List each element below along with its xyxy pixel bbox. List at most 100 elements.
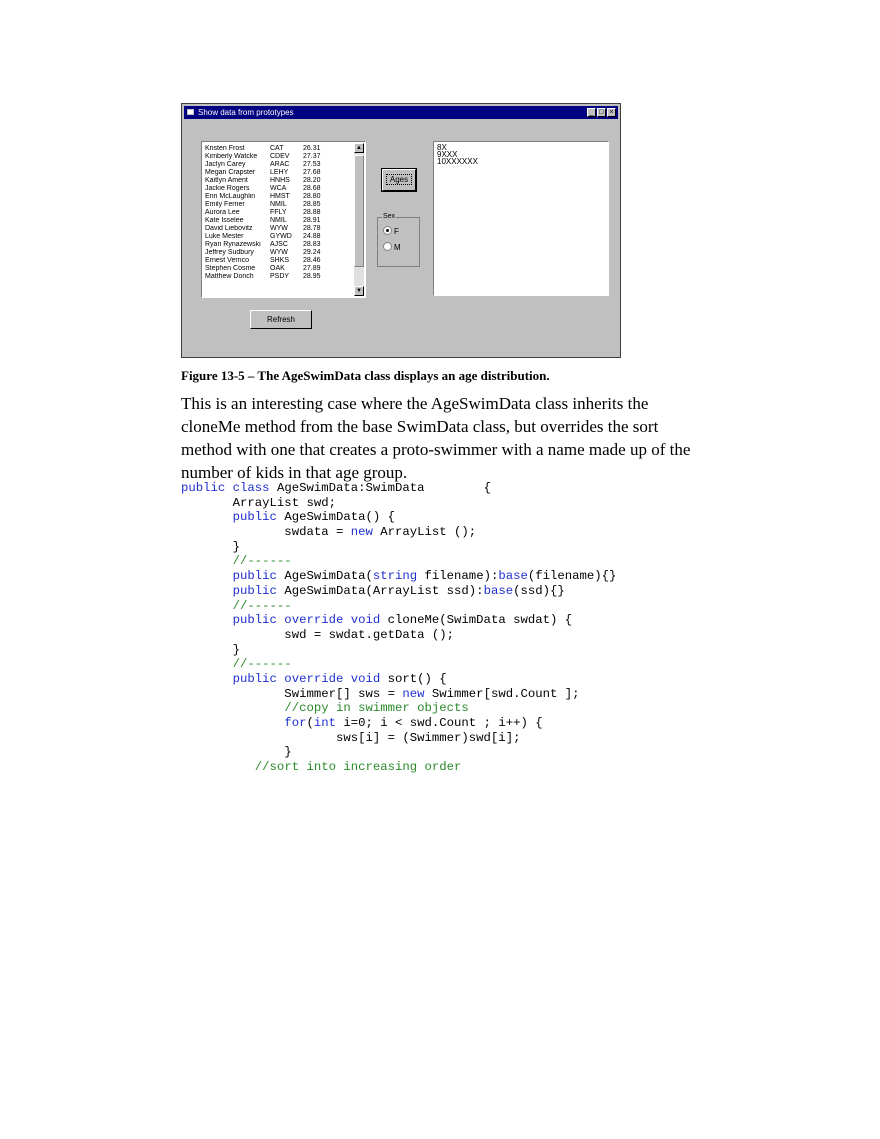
code-keyword: public override void	[232, 671, 381, 686]
code-text: swdata =	[181, 525, 351, 540]
list-item-name: Ryan Rynazewski	[205, 241, 261, 248]
list-item-club: LEHY	[270, 169, 289, 176]
close-icon[interactable]: ×	[607, 108, 616, 117]
list-item-time: 28.20	[303, 177, 321, 184]
sex-group-label: Sex	[382, 212, 397, 221]
code-line: for(int i=0; i < swd.Count ; i++) {	[181, 716, 781, 731]
code-line: Swimmer[] sws = new Swimmer[swd.Count ];	[181, 687, 781, 702]
code-keyword: new	[350, 525, 373, 540]
code-text	[181, 613, 233, 627]
code-line: //copy in swimmer objects	[181, 701, 781, 716]
code-text: AgeSwimData() {	[276, 510, 396, 525]
scroll-thumb[interactable]	[354, 155, 364, 267]
list-item-club: OAK	[270, 265, 285, 272]
radio-checked-icon[interactable]	[383, 226, 392, 235]
list-item[interactable]: David Liebovitz WYW 28.78	[205, 225, 353, 233]
list-item-time: 27.89	[303, 265, 321, 272]
code-keyword: string	[372, 569, 418, 584]
code-text	[181, 701, 284, 715]
code-text: cloneMe(SwimData swdat) {	[380, 613, 573, 628]
code-comment: //------	[232, 554, 292, 569]
list-item[interactable]: Jaclyn Carey ARAC 27.53	[205, 161, 353, 169]
list-item-time: 28.78	[303, 225, 321, 232]
list-item-club: GYWD	[270, 233, 292, 240]
window-app-icon	[187, 109, 194, 115]
list-item-name: Jaclyn Carey	[205, 161, 246, 168]
radio-unchecked-icon[interactable]	[383, 242, 392, 251]
code-keyword: public	[232, 583, 277, 598]
code-line: }	[181, 745, 781, 760]
refresh-button[interactable]: Refresh	[250, 310, 312, 329]
list-item-name: David Liebovitz	[205, 225, 253, 232]
prototype-dialog-screenshot: Show data from prototypes _ □ × Kristen …	[181, 103, 621, 358]
paragraph-line: number of kids in that age group.	[181, 463, 408, 482]
minimize-icon[interactable]: _	[587, 108, 596, 117]
code-listing: public class AgeSwimData:SwimData { Arra…	[181, 481, 781, 775]
list-item-name: Jackie Rogers	[205, 185, 250, 192]
code-line: swd = swdat.getData ();	[181, 628, 781, 643]
code-text: filename):	[417, 569, 499, 584]
list-item-name: Kimberly Watcke	[205, 153, 258, 160]
code-keyword: public override void	[232, 613, 381, 628]
list-item-club: ARAC	[270, 161, 290, 168]
radio-male[interactable]: M	[383, 242, 401, 252]
radio-female[interactable]: F	[383, 226, 399, 236]
code-text: ArrayList ();	[372, 525, 477, 540]
scroll-up-arrow-icon[interactable]: ▲	[354, 143, 364, 153]
code-text: sort() {	[380, 671, 447, 686]
code-text	[181, 510, 233, 524]
code-text	[181, 584, 233, 598]
code-keyword: public class	[181, 481, 270, 495]
list-item-time: 27.53	[303, 161, 321, 168]
age-result-line: 9XXX	[437, 150, 458, 159]
list-item-club: NMIL	[270, 201, 287, 208]
list-item-time: 28.46	[303, 257, 321, 264]
code-keyword: public	[232, 569, 277, 584]
list-item-club: SHKS	[270, 257, 290, 264]
scroll-down-arrow-icon[interactable]: ▼	[354, 286, 364, 296]
list-item-club: NMIL	[270, 217, 287, 224]
maximize-icon[interactable]: □	[597, 108, 606, 117]
list-item-time: 28.80	[303, 193, 321, 200]
ages-button[interactable]: Ages	[381, 168, 417, 192]
list-item-name: Kate Isselee	[205, 217, 244, 224]
code-text: Swimmer[swd.Count ];	[424, 686, 580, 701]
dialog-title: Show data from prototypes	[198, 108, 294, 117]
list-item-name: Jeffrey Sudbury	[205, 249, 254, 256]
paragraph-line: This is an interesting case where the Ag…	[181, 394, 649, 413]
code-text	[181, 672, 233, 686]
code-line: sws[i] = (Swimmer)swd[i];	[181, 731, 781, 746]
code-text: (	[306, 716, 314, 730]
list-scrollbar[interactable]: ▲ ▼	[354, 143, 364, 296]
list-item-time: 28.68	[303, 185, 321, 192]
list-item-club: PSDY	[270, 273, 290, 280]
code-text: }	[181, 745, 292, 760]
code-text: AgeSwimData(	[276, 569, 373, 584]
list-item-club: WYW	[270, 225, 288, 232]
code-text: swd = swdat.getData ();	[181, 627, 455, 642]
code-keyword: for	[284, 716, 307, 730]
code-line: public override void sort() {	[181, 672, 781, 687]
code-text: Swimmer[] sws =	[181, 686, 403, 701]
code-keyword: new	[402, 686, 425, 701]
age-result-line: 8X	[437, 143, 447, 152]
list-item-club: HMST	[270, 193, 290, 200]
